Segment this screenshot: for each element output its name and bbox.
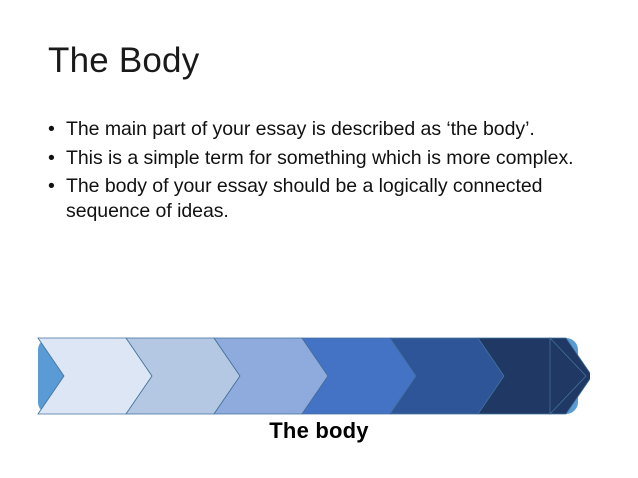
chevron-segments — [37, 337, 590, 415]
bullet-list: • The main part of your essay is describ… — [44, 117, 589, 227]
chevron-process-graphic — [30, 332, 590, 420]
bullet-marker-icon: • — [48, 118, 55, 140]
list-item: • The body of your essay should be a log… — [44, 174, 589, 223]
page-title: The Body — [48, 41, 200, 80]
bullet-marker-icon: • — [48, 175, 55, 198]
list-item-text: This is a simple term for something whic… — [66, 146, 574, 169]
list-item: • This is a simple term for something wh… — [44, 146, 589, 171]
graphic-caption: The body — [269, 418, 369, 443]
list-item-text: The body of your essay should be a logic… — [66, 175, 543, 222]
list-item: • The main part of your essay is describ… — [44, 117, 589, 142]
bullet-marker-icon: • — [48, 146, 55, 169]
chevron-tip-overhang — [549, 336, 587, 416]
list-item-text: The main part of your essay is described… — [66, 118, 535, 140]
